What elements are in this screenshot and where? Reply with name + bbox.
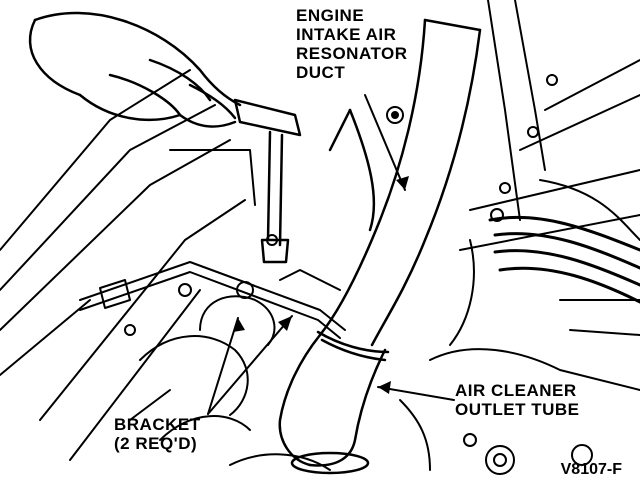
bracket-leader-line-2 xyxy=(207,317,239,415)
outlet-tube-callout: AIR CLEANER OUTLET TUBE xyxy=(455,381,580,419)
resonator-callout-line-1: ENGINE xyxy=(296,6,365,25)
bracket-callout-line-2: (2 REQ'D) xyxy=(114,434,198,453)
resonator-leader-line xyxy=(364,94,406,191)
resonator-arrowhead xyxy=(396,176,409,190)
leader-lines xyxy=(207,94,455,415)
outlet-tube-leader-line xyxy=(377,386,455,401)
figure-code: V8107-F xyxy=(560,461,622,478)
leader-arrowheads xyxy=(233,176,409,394)
bracket-strap xyxy=(79,261,346,339)
bracket-arrowhead-2 xyxy=(233,318,245,332)
lower-engine-components xyxy=(129,295,431,471)
bracket-callout: BRACKET (2 REQ'D) xyxy=(114,415,201,453)
engine-right-structure xyxy=(429,0,640,391)
resonator-duct-callout: ENGINE INTAKE AIR RESONATOR DUCT xyxy=(296,6,408,82)
ratchet-wrench xyxy=(233,98,302,264)
bracket-arrowhead-1 xyxy=(278,316,292,331)
outlet-callout-line-2: OUTLET TUBE xyxy=(455,400,580,419)
hand-illustration xyxy=(28,11,242,128)
outlet-tube-shape xyxy=(278,330,390,475)
resonator-callout-line-4: DUCT xyxy=(296,63,346,82)
bracket-callout-line-1: BRACKET xyxy=(114,415,201,434)
outlet-tube-arrowhead xyxy=(378,381,391,394)
hose-bundle xyxy=(488,215,640,304)
resonator-duct-shape xyxy=(318,18,482,347)
resonator-callout-line-3: RESONATOR xyxy=(296,44,408,63)
resonator-callout-line-2: INTAKE AIR xyxy=(296,25,397,44)
fender-panel-lines xyxy=(0,69,256,461)
bracket-leader-line-1 xyxy=(207,315,293,415)
fasteners xyxy=(124,74,593,475)
outlet-callout-line-1: AIR CLEANER xyxy=(455,381,577,400)
